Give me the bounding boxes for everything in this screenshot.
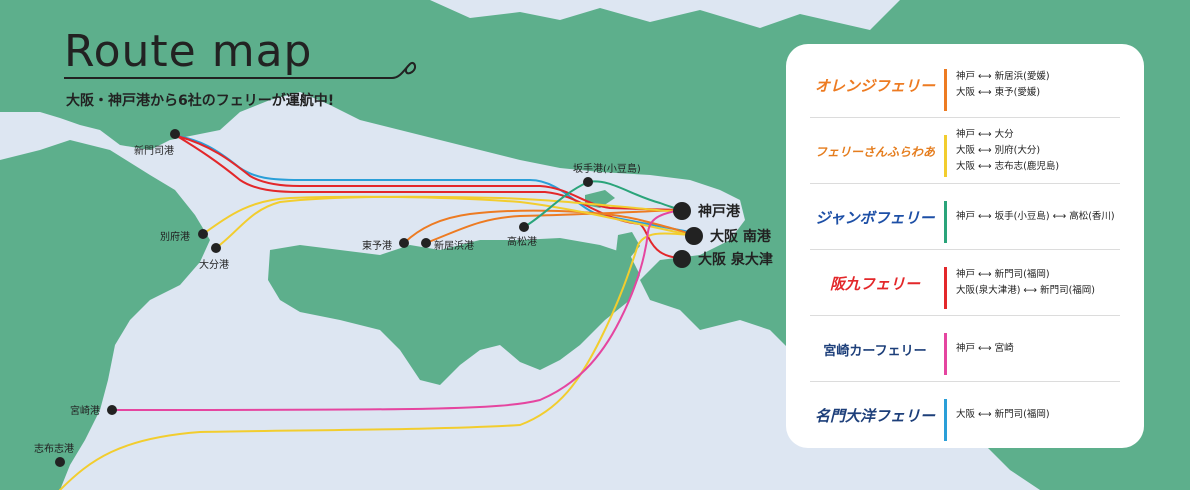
legend-row-jumbo-ferry: ジャンボフェリー 神戸 ⟷ 坂手(小豆島) ⟷ 高松(香川) (786, 184, 1144, 250)
legend-divider (810, 183, 1120, 184)
orange-ferry-logo: オレンジフェリー (814, 76, 935, 95)
route-text: 大阪 ⟷ 別府(大分) (956, 145, 1041, 156)
page-title: Route map (64, 26, 313, 77)
route-yellow-osaka-shibushi (59, 232, 691, 490)
route-orange-kobe-niihama (425, 209, 681, 244)
route-text: 神戸 ⟷ 大分 (956, 129, 1014, 140)
legend-routes: 大阪 ⟷ 新門司(福岡) (956, 382, 1050, 448)
port-label-sakate: 坂手港(小豆島) (573, 162, 641, 175)
legend-routes: 神戸 ⟷ 新居浜(愛媛) 大阪 ⟷ 東予(愛媛) (956, 52, 1050, 118)
ferry-legend: オレンジフェリー 神戸 ⟷ 新居浜(愛媛) 大阪 ⟷ 東予(愛媛) フェリーさん… (786, 44, 1144, 448)
jumbo-ferry-logo: ジャンボフェリー (815, 208, 935, 227)
legend-divider (810, 249, 1120, 250)
route-text: 大阪 ⟷ 志布志(鹿児島) (956, 161, 1060, 172)
port-label-niihama: 新居浜港 (434, 239, 474, 252)
legend-color-bar (944, 267, 947, 309)
legend-row-miyazaki-car-ferry: 宮崎カーフェリー 神戸 ⟷ 宮崎 (786, 316, 1144, 382)
legend-color-bar (944, 135, 947, 177)
port-label-shinmojiko: 新門司港 (134, 144, 174, 157)
port-label-kobe: 神戸港 (698, 203, 741, 220)
legend-row-hankyu-ferry: 阪九フェリー 神戸 ⟷ 新門司(福岡) 大阪(泉大津港) ⟷ 新門司(福岡) (786, 250, 1144, 316)
port-dot-osaka-nanko (685, 227, 703, 245)
port-label-toyo: 東予港 (362, 239, 392, 252)
port-label-takamatsu: 高松港 (507, 235, 537, 248)
shikoku-land (268, 238, 640, 385)
route-red-izumiotsu-shinmojiko (176, 135, 681, 259)
legend-row-orange-ferry: オレンジフェリー 神戸 ⟷ 新居浜(愛媛) 大阪 ⟷ 東予(愛媛) (786, 52, 1144, 118)
legend-color-bar (944, 399, 947, 441)
port-label-miyazaki: 宮崎港 (70, 404, 100, 417)
port-label-osaka-izumiotsu: 大阪 泉大津 (698, 251, 773, 268)
ferry-routes (59, 135, 693, 490)
route-text: 大阪 ⟷ 東予(愛媛) (956, 87, 1041, 98)
sunflower-logo: フェリーさんふらわあ (814, 144, 935, 159)
port-dot-miyazaki (107, 405, 117, 415)
port-dot-beppu (198, 229, 208, 239)
port-dot-sakate (583, 177, 593, 187)
legend-color-bar (944, 69, 947, 111)
port-dots (55, 129, 703, 467)
legend-row-sunflower: フェリーさんふらわあ 神戸 ⟷ 大分 大阪 ⟷ 別府(大分) 大阪 ⟷ 志布志(… (786, 118, 1144, 184)
legend-color-bar (944, 201, 947, 243)
title-underline (64, 62, 417, 79)
route-text: 大阪 ⟷ 新門司(福岡) (956, 409, 1050, 420)
port-label-shibushi: 志布志港 (34, 442, 74, 455)
kyushu-land (0, 140, 210, 490)
route-orange-osaka-toyo (403, 209, 693, 244)
port-dot-takamatsu (519, 222, 529, 232)
route-text: 神戸 ⟷ 宮崎 (956, 343, 1014, 354)
legend-routes: 神戸 ⟷ 大分 大阪 ⟷ 別府(大分) 大阪 ⟷ 志布志(鹿児島) (956, 118, 1059, 184)
page-subtitle: 大阪・神戸港から6社のフェリーが運航中! (66, 93, 335, 109)
route-pink-kobe-miyazaki (111, 209, 681, 411)
route-text: 大阪(泉大津港) ⟷ 新門司(福岡) (956, 285, 1095, 296)
route-text: 神戸 ⟷ 新門司(福岡) (956, 269, 1050, 280)
hankyu-ferry-logo: 阪九フェリー (829, 274, 920, 293)
miyazaki-car-ferry-logo: 宮崎カーフェリー (823, 343, 927, 359)
port-dot-kobe (673, 202, 691, 220)
route-green-kobe-sakate-takamatsu (523, 180, 681, 228)
legend-row-meimon-taiyo-ferry: 名門大洋フェリー 大阪 ⟷ 新門司(福岡) (786, 382, 1144, 448)
legend-routes: 神戸 ⟷ 新門司(福岡) 大阪(泉大津港) ⟷ 新門司(福岡) (956, 250, 1095, 316)
legend-routes: 神戸 ⟷ 坂手(小豆島) ⟷ 高松(香川) (956, 184, 1115, 250)
port-label-oita: 大分港 (199, 258, 229, 271)
port-dot-shibushi (55, 457, 65, 467)
port-label-osaka-nanko: 大阪 南港 (710, 228, 772, 245)
port-dot-shinmojiko (170, 129, 180, 139)
port-label-beppu: 別府港 (160, 230, 190, 243)
route-red-kobe-shinmojiko (176, 135, 681, 211)
legend-routes: 神戸 ⟷ 宮崎 (956, 316, 1014, 382)
awaji-land (616, 232, 640, 260)
route-yellow-osaka-beppu (202, 195, 691, 236)
meimon-taiyo-ferry-logo: 名門大洋フェリー (814, 406, 935, 425)
legend-divider (810, 315, 1120, 316)
port-dot-oita (211, 243, 221, 253)
route-text: 神戸 ⟷ 新居浜(愛媛) (956, 71, 1050, 82)
legend-divider (810, 381, 1120, 382)
port-dot-toyo (399, 238, 409, 248)
port-labels: 新門司港 別府港 大分港 東予港 新居浜港 高松港 坂手港(小豆島) 神戸港 大… (34, 144, 773, 455)
port-dot-niihama (421, 238, 431, 248)
port-dot-osaka-izumiotsu (673, 250, 691, 268)
legend-color-bar (944, 333, 947, 375)
route-text: 神戸 ⟷ 坂手(小豆島) ⟷ 高松(香川) (956, 211, 1115, 222)
legend-divider (810, 117, 1120, 118)
